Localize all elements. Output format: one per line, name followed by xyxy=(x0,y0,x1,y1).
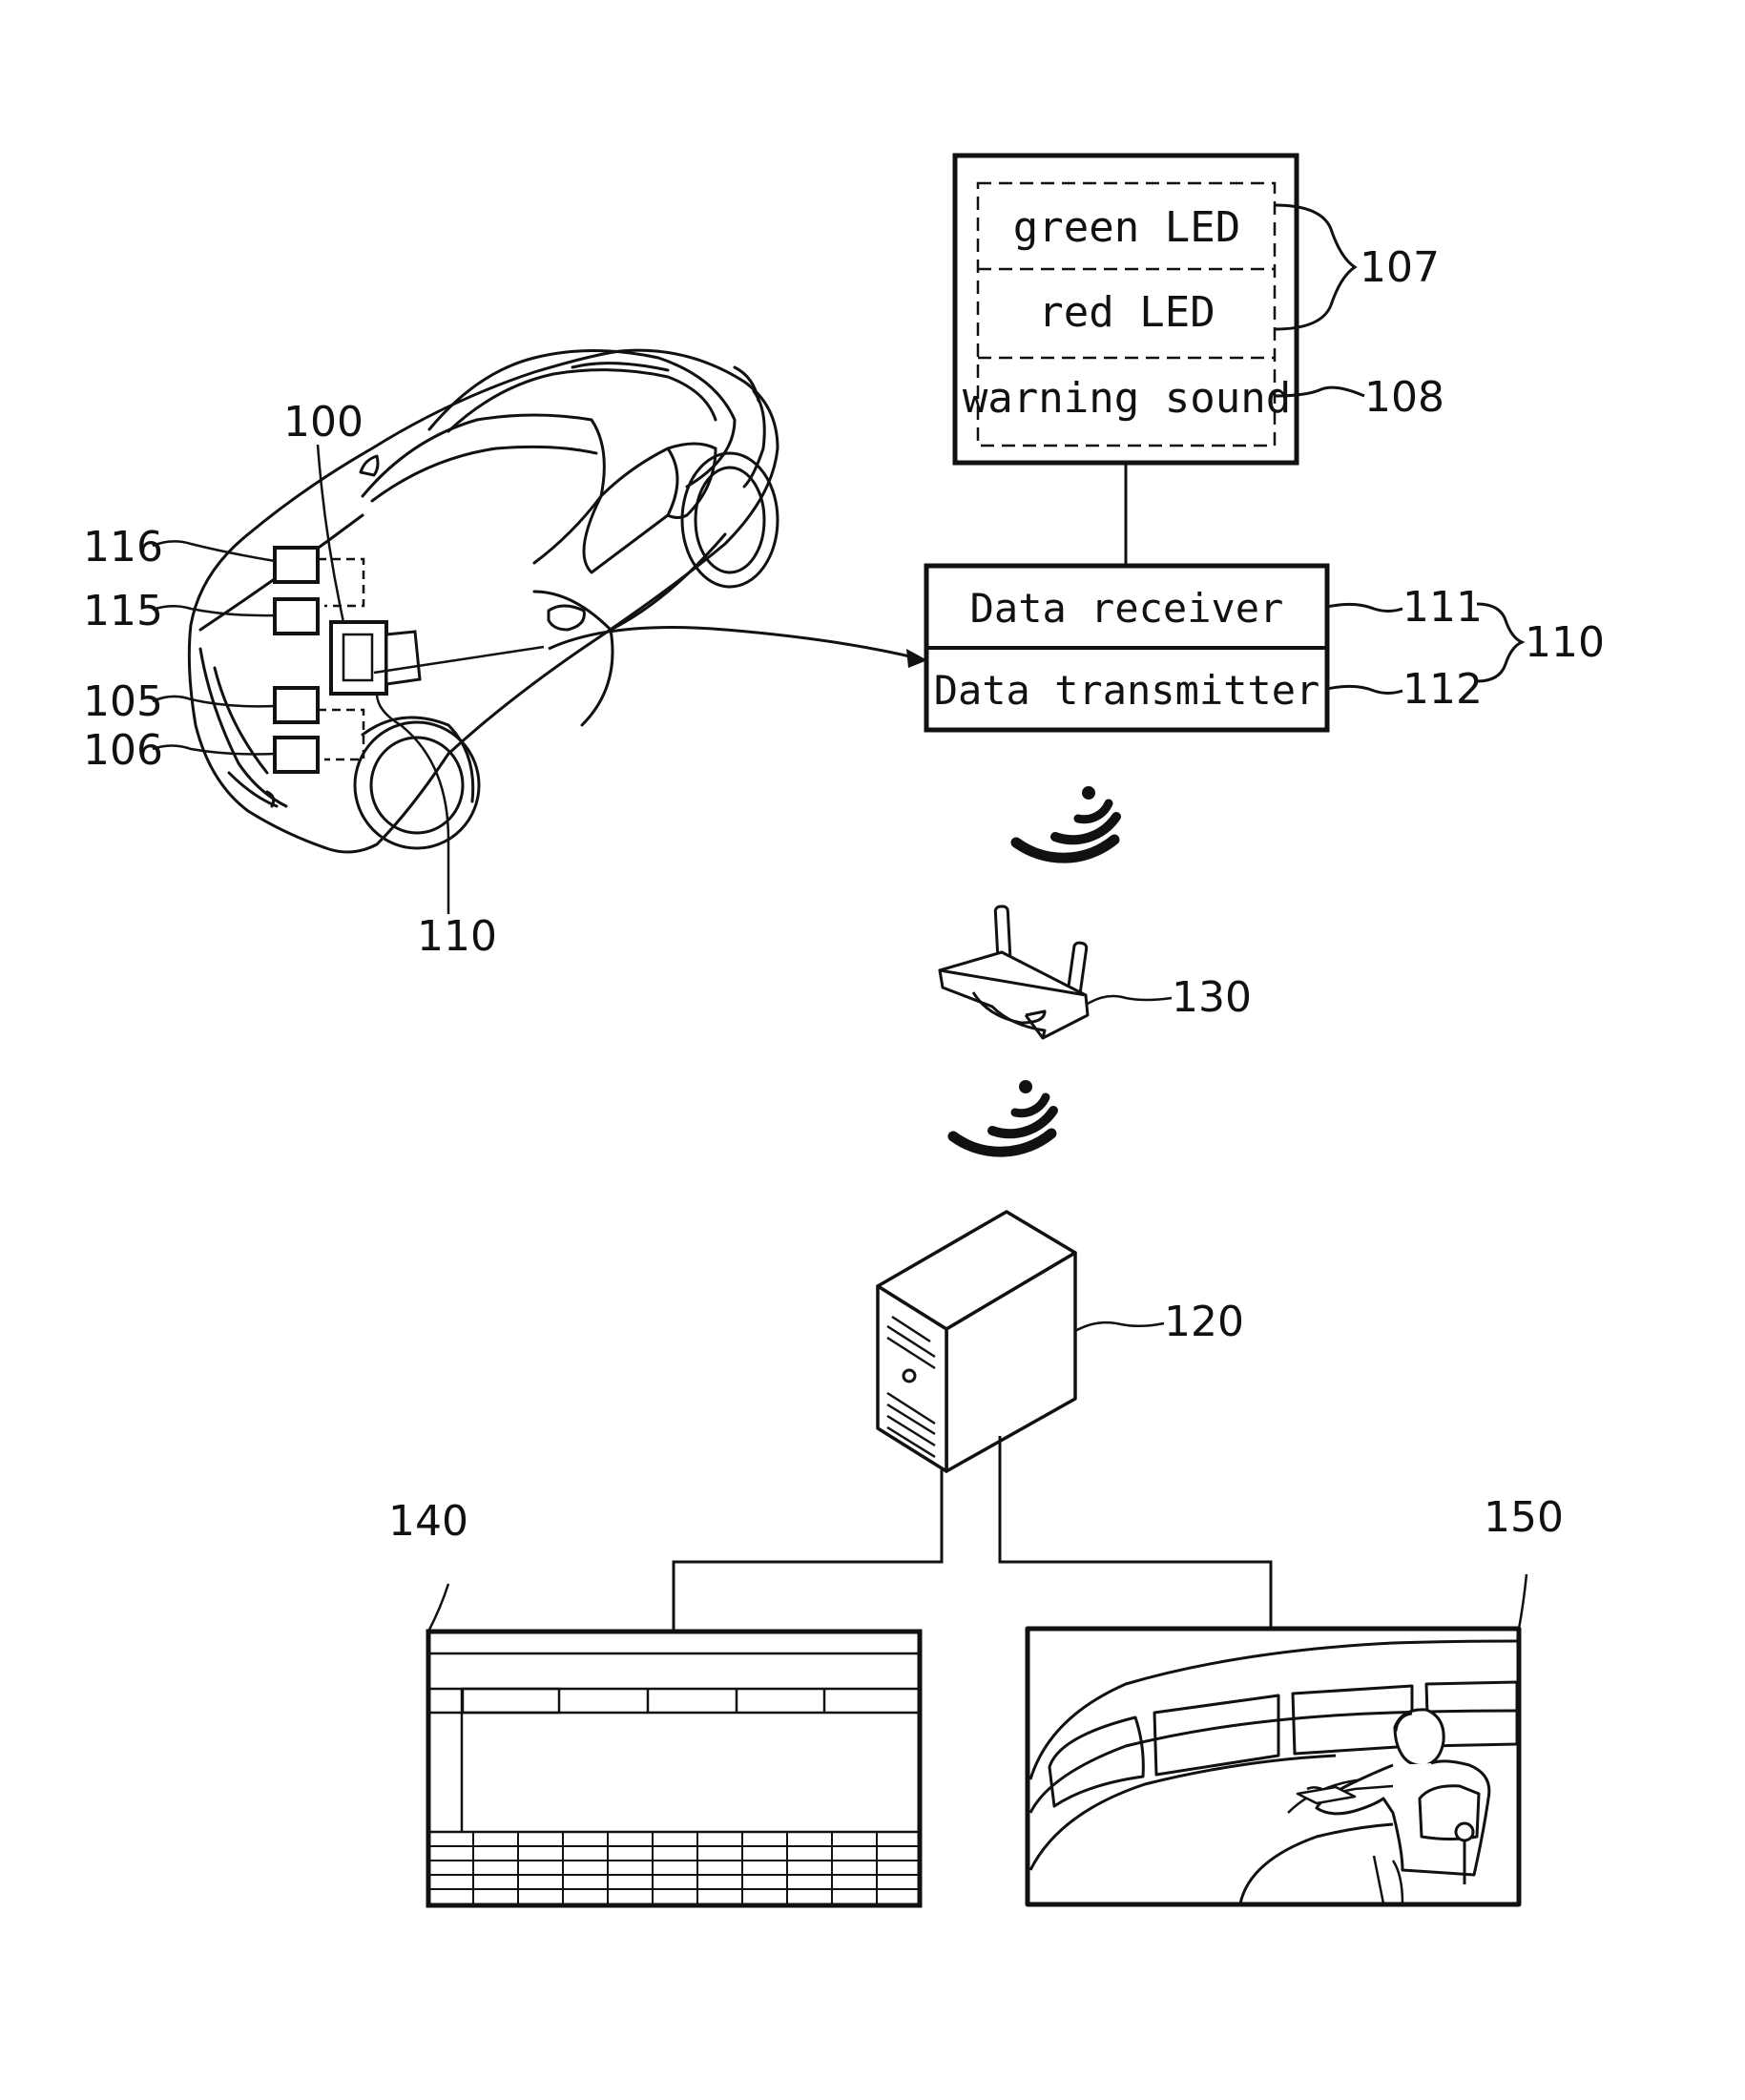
leader-112 xyxy=(1327,686,1402,693)
data-arrow xyxy=(549,628,918,659)
warning-sound-label: warning sound xyxy=(963,374,1291,423)
green-led-label: green LED xyxy=(1013,203,1240,252)
ref-130: 130 xyxy=(1172,973,1252,1022)
leader-130 xyxy=(1088,996,1172,1004)
ref-107: 107 xyxy=(1360,243,1440,292)
ref-120: 120 xyxy=(1164,1298,1244,1346)
table-display xyxy=(428,1632,920,1905)
ref-100: 100 xyxy=(283,398,364,447)
ref-140: 140 xyxy=(388,1497,468,1546)
leader-150 xyxy=(1519,1574,1527,1629)
ref-110-car: 110 xyxy=(417,912,497,961)
ref-116: 116 xyxy=(83,523,163,572)
data-receiver-label: Data receiver xyxy=(970,585,1284,632)
ref-115: 115 xyxy=(83,587,163,635)
ref-111: 111 xyxy=(1402,583,1483,632)
ref-105: 105 xyxy=(83,677,163,726)
ref-112: 112 xyxy=(1402,665,1483,714)
wireless-signal-icon-2 xyxy=(953,1080,1053,1152)
brace-110 xyxy=(1477,604,1522,681)
ref-106: 106 xyxy=(83,726,163,775)
leader-120 xyxy=(1075,1322,1164,1331)
wireless-signal-icon xyxy=(1016,786,1116,858)
leader-111 xyxy=(1327,604,1402,611)
ref-108: 108 xyxy=(1364,373,1444,422)
ref-150: 150 xyxy=(1484,1493,1564,1542)
server-icon xyxy=(878,1212,1075,1471)
data-transmitter-label: Data transmitter xyxy=(934,667,1320,714)
leader-140 xyxy=(428,1584,448,1632)
red-led-label: red LED xyxy=(1038,288,1215,337)
brace-107 xyxy=(1275,205,1355,329)
router-icon xyxy=(940,906,1088,1038)
indicator-box: green LED red LED warning sound xyxy=(955,156,1297,463)
control-room-display xyxy=(1028,1629,1519,1904)
comm-box: Data receiver Data transmitter xyxy=(926,566,1327,730)
server-connectors xyxy=(674,1436,1271,1632)
ref-110-box: 110 xyxy=(1525,618,1605,667)
